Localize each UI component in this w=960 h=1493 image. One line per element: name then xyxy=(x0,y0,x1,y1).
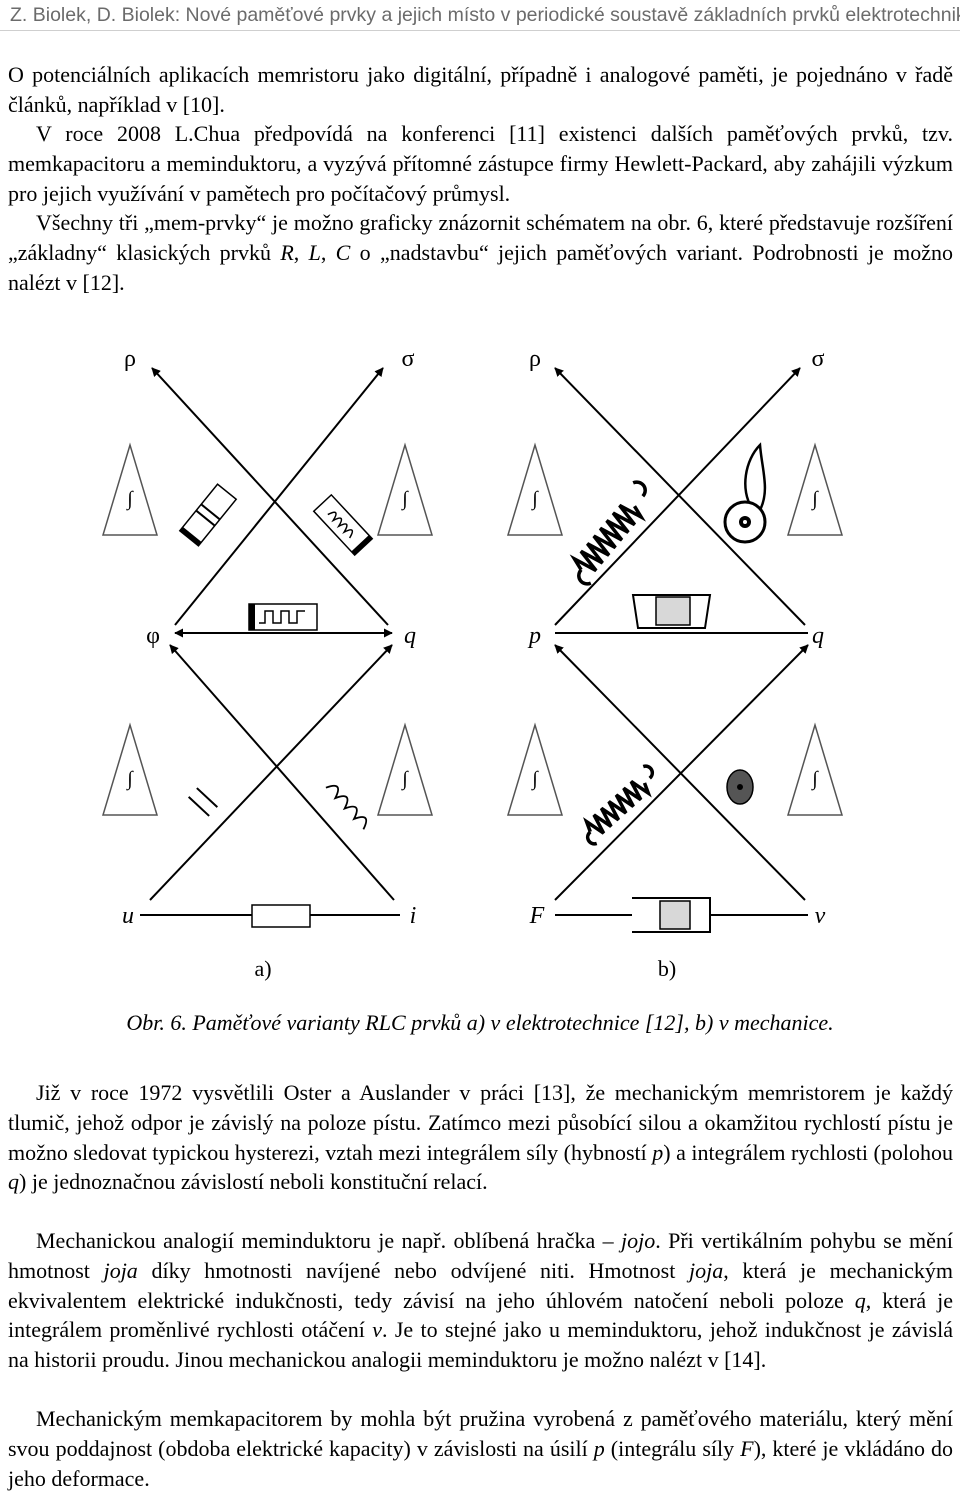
integrator-mech-right-lower: ∫ xyxy=(786,722,844,816)
memcapacitor-symbol xyxy=(178,483,238,547)
figure-caption: Obr. 6. Paměťové varianty RLC prvků a) v… xyxy=(126,1010,834,1035)
edge-p-sigma xyxy=(554,367,801,626)
paragraph-damper: Již v roce 1972 vysvětlili Oster a Ausla… xyxy=(8,1080,953,1195)
edge-q-rho xyxy=(151,367,389,626)
diagram-mechanical: ∫ ∫ ∫ ∫ xyxy=(506,346,844,981)
memristor-symbol xyxy=(248,603,318,631)
resistor-symbol xyxy=(251,904,311,928)
node-p: p xyxy=(527,623,541,649)
svg-text:∫: ∫ xyxy=(810,488,819,511)
diagram-electrical: ∫ ∫ ∫ ∫ xyxy=(101,346,434,981)
spring-symbol xyxy=(583,764,654,846)
yoyo-symbol xyxy=(723,442,767,544)
node-v: v xyxy=(815,903,826,929)
svg-text:∫: ∫ xyxy=(125,488,134,511)
paragraph-yoyo: Mechanickou analogií meminduktoru je nap… xyxy=(8,1228,953,1373)
integrator-right-lower: ∫ xyxy=(376,722,434,816)
capacitor-symbol xyxy=(187,787,219,817)
edge-v-p xyxy=(554,644,806,901)
node-rho-right: ρ xyxy=(529,346,541,372)
inductor-symbol xyxy=(325,784,368,830)
node-u: u xyxy=(122,903,134,929)
figure-6-diagram: ∫ ∫ ∫ ∫ xyxy=(101,346,844,981)
memspring-symbol xyxy=(569,480,647,586)
edge-F-q xyxy=(554,644,809,901)
node-i: i xyxy=(410,903,417,929)
paragraph-spring: Mechanickým memkapacitorem by mohla být … xyxy=(8,1406,953,1491)
svg-text:∫: ∫ xyxy=(125,768,134,791)
node-sigma-left: σ xyxy=(402,346,415,372)
paragraph-intro-1: O potenciálních aplikacích memristoru ja… xyxy=(8,62,953,117)
paragraph-intro-2: V roce 2008 L.Chua předpovídá na konfere… xyxy=(8,121,953,206)
integrator-left-upper: ∫ xyxy=(101,442,159,536)
integrator-right-upper: ∫ xyxy=(376,442,434,536)
node-q-left: q xyxy=(404,623,416,649)
flywheel-symbol xyxy=(726,769,754,805)
paragraph-intro-3: Všechny tři „mem-prvky“ je možno grafick… xyxy=(8,210,954,295)
edge-q-rho-right xyxy=(554,367,806,626)
header-divider xyxy=(0,30,960,31)
edge-i-phi xyxy=(169,644,395,901)
sublabel-a: a) xyxy=(254,956,271,981)
svg-text:∫: ∫ xyxy=(810,768,819,791)
integrator-mech-left-lower: ∫ xyxy=(506,722,564,816)
edge-u-q xyxy=(149,644,393,901)
svg-text:∫: ∫ xyxy=(530,768,539,791)
meminductor-symbol xyxy=(312,493,374,557)
node-rho-left: ρ xyxy=(124,346,136,372)
sublabel-b: b) xyxy=(658,956,676,981)
running-header: Z. Biolek, D. Biolek: Nové paměťové prvk… xyxy=(10,4,960,26)
memdamper-symbol xyxy=(631,594,712,629)
node-sigma-right: σ xyxy=(812,346,825,372)
node-phi: φ xyxy=(146,623,160,649)
svg-text:∫: ∫ xyxy=(400,768,409,791)
node-q-right: q xyxy=(812,623,824,649)
integrator-mech-right-upper: ∫ xyxy=(786,442,844,536)
edge-phi-sigma xyxy=(174,367,384,626)
svg-text:∫: ∫ xyxy=(400,488,409,511)
node-F: F xyxy=(529,903,545,929)
damper-symbol xyxy=(632,897,711,933)
svg-text:∫: ∫ xyxy=(530,488,539,511)
integrator-mech-left-upper: ∫ xyxy=(506,442,564,536)
integrator-left-lower: ∫ xyxy=(101,722,159,816)
